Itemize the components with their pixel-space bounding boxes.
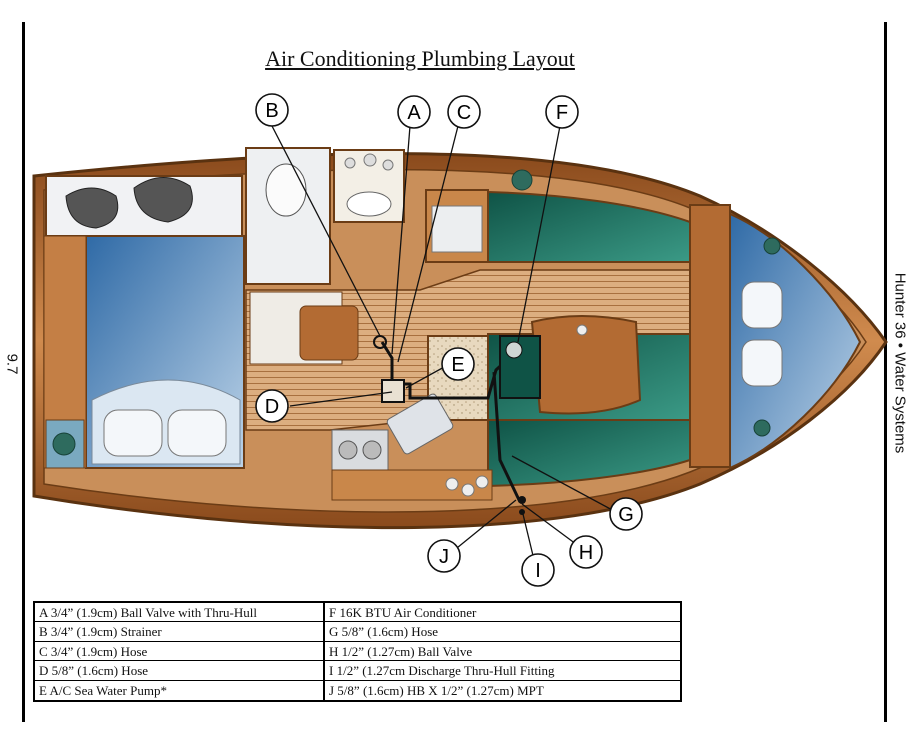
callout-a: A — [397, 95, 431, 129]
callout-j: J — [427, 539, 461, 573]
legend-cell: E A/C Sea Water Pump* — [35, 680, 325, 700]
svg-text:D: D — [265, 396, 279, 418]
salon-table — [530, 315, 642, 415]
callout-i: I — [521, 553, 555, 587]
svg-text:B: B — [265, 100, 278, 122]
right-border-line — [884, 22, 887, 722]
svg-text:E: E — [451, 354, 464, 376]
bulkhead-forward — [689, 204, 731, 468]
legend-table: A 3/4” (1.9cm) Ball Valve with Thru-Hull… — [33, 601, 682, 702]
svg-text:J: J — [439, 546, 449, 568]
legend-cell: D 5/8” (1.6cm) Hose — [35, 661, 325, 681]
ac-sea-water-pump — [381, 379, 405, 403]
legend-cell: F 16K BTU Air Conditioner — [325, 603, 680, 623]
leader-lines — [271, 125, 617, 569]
legend-cell: B 3/4” (1.9cm) Strainer — [35, 622, 325, 642]
left-border-line — [22, 22, 25, 722]
starboard-settee — [487, 419, 691, 488]
svg-text:C: C — [457, 102, 471, 124]
callout-d: D — [255, 389, 289, 423]
svg-text:F: F — [556, 102, 568, 124]
callout-g: G — [609, 497, 643, 531]
callout-f: F — [545, 95, 579, 129]
legend-cell: J 5/8” (1.6cm) HB X 1/2” (1.27cm) MPT — [329, 682, 544, 698]
legend-cell: H 1/2” (1.27cm) Ball Valve — [325, 642, 680, 662]
callout-b: B — [255, 93, 289, 127]
callout-c: C — [447, 95, 481, 129]
svg-text:H: H — [579, 542, 593, 564]
svg-text:I: I — [535, 560, 541, 582]
page-title: Air Conditioning Plumbing Layout — [265, 46, 575, 71]
legend-cell: C 3/4” (1.9cm) Hose — [35, 641, 325, 662]
legend-cell: A 3/4” (1.9cm) Ball Valve with Thru-Hull — [35, 603, 325, 623]
svg-text:A: A — [407, 102, 421, 124]
callout-h: H — [569, 535, 603, 569]
legend-cell: G 5/8” (1.6cm) Hose — [325, 622, 680, 642]
svg-text:G: G — [618, 504, 634, 526]
callout-e: E — [441, 347, 475, 381]
ac-hose-run — [380, 341, 522, 503]
legend-cell: I 1/2” (1.27cm Discharge Thru-Hull Fitti… — [325, 661, 680, 681]
